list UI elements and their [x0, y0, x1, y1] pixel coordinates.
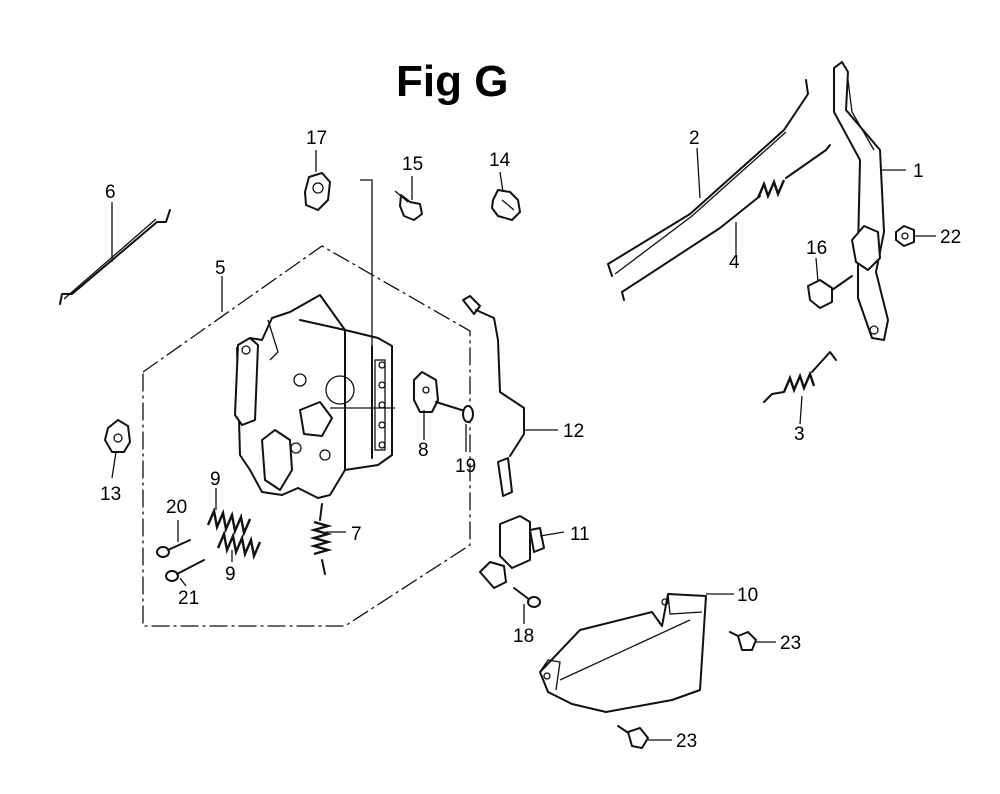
part-10-cover — [539, 593, 707, 713]
callout-7: 7 — [351, 524, 362, 545]
leader-13 — [111, 451, 117, 479]
callout-4: 4 — [729, 252, 740, 273]
part-12-wire — [462, 295, 525, 497]
part-17-clip — [304, 172, 331, 211]
leader-21 — [179, 577, 187, 587]
callout-21: 21 — [178, 588, 199, 609]
callout-14: 14 — [489, 150, 511, 171]
assembly-outline — [142, 245, 471, 627]
leader-14 — [499, 171, 504, 193]
callout-5: 5 — [215, 258, 226, 279]
part-8-bracket — [413, 371, 439, 413]
part-18-screw — [513, 587, 541, 608]
callout-6: 6 — [105, 182, 116, 203]
callout-19: 19 — [455, 456, 476, 477]
callout-1: 1 — [913, 161, 924, 182]
callout-20: 20 — [166, 497, 187, 518]
callout-11: 11 — [570, 524, 590, 545]
part-9-spring-upper — [206, 506, 252, 538]
part-4-rod — [621, 144, 831, 301]
part-15-bolt — [394, 190, 423, 221]
part-3-spring — [763, 351, 837, 403]
callout-13: 13 — [100, 484, 121, 505]
callout-3: 3 — [794, 424, 805, 445]
callout-15: 15 — [402, 154, 423, 175]
callout-18: 18 — [513, 626, 534, 647]
part-20-bolt — [156, 539, 191, 558]
part-7-spring — [309, 503, 333, 575]
callout-23-upper: 23 — [780, 633, 801, 654]
leader-3 — [799, 395, 803, 425]
part-23-bolt-lower — [617, 725, 649, 749]
part-11-switch — [479, 515, 545, 589]
leader-16 — [815, 257, 819, 283]
callout-10: 10 — [737, 585, 758, 606]
part-19-screw — [435, 401, 474, 423]
part-16-bolt — [807, 275, 853, 309]
part-22-nut — [895, 225, 915, 247]
callout-23-lower: 23 — [676, 731, 697, 752]
callout-2: 2 — [689, 128, 700, 149]
callout-17: 17 — [306, 128, 327, 149]
part-2-rod — [607, 79, 809, 277]
leader-11 — [539, 531, 565, 537]
part-13-clip — [104, 419, 131, 453]
part-23-bolt-upper — [729, 631, 757, 651]
part-21-bolt — [165, 559, 205, 582]
part-14-bracket — [491, 189, 521, 221]
leader-lines — [111, 147, 936, 741]
callout-9-lower: 9 — [225, 564, 236, 585]
part-6-rod — [59, 209, 171, 305]
part-1-lever — [833, 61, 889, 341]
callout-8: 8 — [418, 440, 429, 461]
leader-2 — [696, 147, 701, 199]
part-9-spring-lower — [216, 529, 262, 561]
callout-9-upper: 9 — [210, 469, 221, 490]
part-5-control-plate — [234, 179, 395, 499]
callout-22: 22 — [940, 227, 961, 248]
figure-title: Fig G — [396, 57, 508, 106]
callout-16: 16 — [806, 238, 827, 259]
callout-12: 12 — [563, 421, 584, 442]
callout-labels: 1 2 3 4 5 6 7 8 9 9 10 11 12 13 14 15 16… — [100, 128, 961, 752]
